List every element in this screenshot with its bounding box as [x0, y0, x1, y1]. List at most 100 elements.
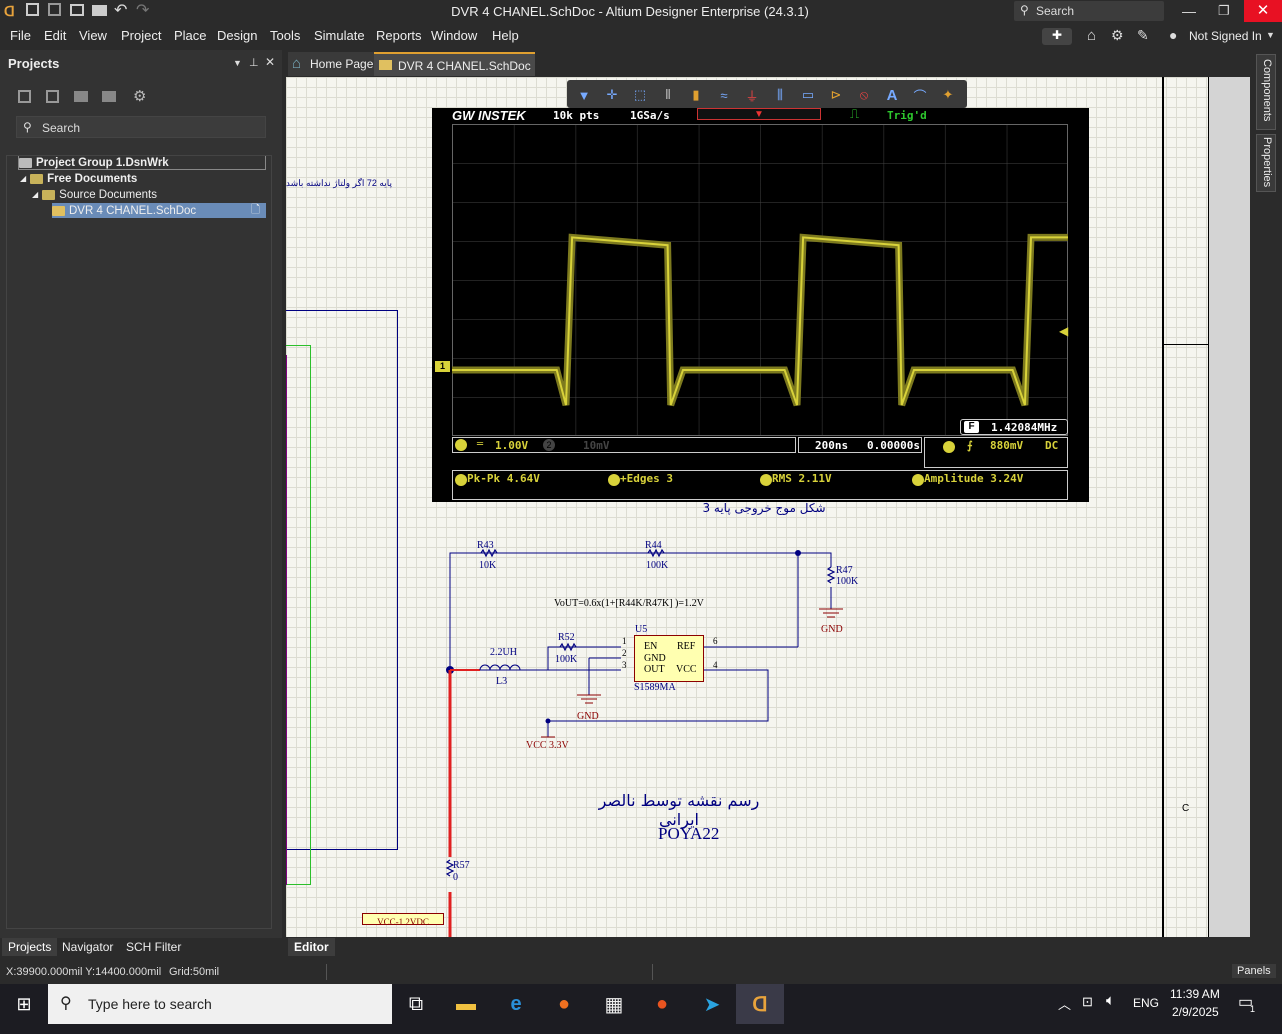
- save-icon[interactable]: [26, 3, 39, 16]
- menu-help[interactable]: Help: [492, 28, 519, 43]
- menu-view[interactable]: View: [79, 28, 107, 43]
- clock-time[interactable]: 11:39 AM: [1170, 987, 1220, 1001]
- ic-u5-body[interactable]: EN GND OUT REF VCC: [634, 635, 704, 682]
- tab-sch-filter[interactable]: SCH Filter: [126, 940, 182, 954]
- oscilloscope-image[interactable]: GW INSTEK 10k pts 1GSa/s ▼ ⎍ Trig'd 1 ◀ …: [432, 106, 1089, 502]
- scope-trace: [452, 233, 1068, 407]
- pin-icon[interactable]: ⊥: [249, 57, 259, 69]
- menu-place[interactable]: Place: [174, 28, 207, 43]
- schematic-canvas[interactable]: C پایه 72 اگر ولتاژ نداشته باشد دی: [286, 77, 1250, 937]
- align-icon[interactable]: ⫴: [665, 87, 671, 102]
- tab-editor[interactable]: Editor: [288, 938, 335, 956]
- expand-icon[interactable]: ◢: [20, 174, 27, 183]
- open-folder-icon[interactable]: [92, 5, 107, 16]
- network-icon[interactable]: ⊡: [1082, 994, 1093, 1009]
- compile-icon[interactable]: [46, 90, 59, 103]
- tray-chevron-icon[interactable]: ︿: [1058, 997, 1072, 1012]
- net-label-box[interactable]: VCC-1.2VDC: [362, 913, 444, 927]
- select-icon[interactable]: ⬚: [633, 87, 647, 102]
- tab-projects[interactable]: Projects: [2, 938, 58, 956]
- menu-file[interactable]: File: [10, 28, 31, 43]
- add-icon[interactable]: [74, 91, 88, 102]
- arc-icon[interactable]: ⌒: [913, 88, 927, 104]
- tree-item-source-documents[interactable]: ◢ Source Documents: [32, 187, 157, 202]
- menu-edit[interactable]: Edit: [44, 28, 67, 43]
- telegram-icon[interactable]: ➤: [703, 993, 721, 1016]
- gear-icon[interactable]: ⚙: [1111, 27, 1124, 43]
- search-icon: ⚲: [1020, 3, 1029, 17]
- panel-search[interactable]: ⚲ Search: [16, 116, 266, 138]
- chat-button[interactable]: ✚: [1042, 28, 1072, 45]
- directive-icon[interactable]: ⦸: [859, 87, 869, 102]
- account-dropdown-icon[interactable]: ▼: [1266, 30, 1275, 40]
- remove-icon[interactable]: [102, 91, 116, 102]
- account-label[interactable]: Not Signed In: [1189, 29, 1262, 43]
- expand-icon[interactable]: ◢: [32, 190, 39, 199]
- edge-browser-icon[interactable]: e: [510, 992, 522, 1015]
- document-icon: 🗋: [251, 204, 260, 216]
- video-app-icon[interactable]: ▦: [604, 993, 624, 1016]
- tree-label: DVR 4 CHANEL.SchDoc: [69, 204, 197, 217]
- move-icon[interactable]: ✛: [606, 87, 618, 102]
- taskbar-search[interactable]: ⚲ Type here to search: [48, 984, 392, 1024]
- ch-scale-box: ═ 1.00V 2 10mV: [452, 437, 796, 453]
- menu-window[interactable]: Window: [431, 28, 478, 43]
- altium-taskbar-icon[interactable]: ᗡ: [736, 984, 784, 1024]
- notification-icon[interactable]: ▭: [1238, 994, 1254, 1011]
- menu-project[interactable]: Project: [121, 28, 162, 43]
- persian-note: پایه 72 اگر ولتاژ نداشته باشد دی: [286, 178, 392, 188]
- search-icon: ⚲: [23, 120, 32, 134]
- meas-amplitude: Amplitude 3.24V: [924, 472, 1024, 485]
- tree-label: Free Documents: [47, 172, 138, 185]
- pin-num-3: 3: [622, 660, 627, 670]
- undo-icon[interactable]: ↶: [114, 2, 128, 19]
- close-button[interactable]: ✕: [1244, 0, 1282, 22]
- user-icon[interactable]: ●: [1169, 27, 1178, 43]
- power-port-icon[interactable]: ⏚: [745, 88, 759, 104]
- maximize-button[interactable]: ❐: [1218, 3, 1230, 18]
- save-project-icon[interactable]: [18, 90, 31, 103]
- start-button[interactable]: ⊞: [0, 984, 48, 1024]
- filter-icon[interactable]: ▼: [577, 87, 591, 103]
- menu-reports[interactable]: Reports: [376, 28, 422, 43]
- sheet-symbol-icon[interactable]: ▭: [801, 87, 815, 102]
- r47-value: 100K: [836, 576, 859, 587]
- wire-icon[interactable]: ≈: [720, 87, 728, 103]
- volume-icon[interactable]: 🔈︎: [1106, 992, 1116, 1009]
- doc-tab-home[interactable]: ⌂ Home Page: [288, 52, 378, 76]
- menu-design[interactable]: Design: [217, 28, 258, 43]
- bus-icon[interactable]: ⫼: [777, 87, 783, 102]
- text-icon[interactable]: A: [886, 86, 898, 104]
- panel-menu-icon[interactable]: ▼: [233, 58, 242, 68]
- wrench-icon[interactable]: ✎: [1137, 27, 1149, 43]
- menu-tools[interactable]: Tools: [270, 28, 301, 43]
- clock-date[interactable]: 2/9/2025: [1172, 1005, 1219, 1019]
- harness-icon[interactable]: ✦: [942, 87, 954, 102]
- tree-item-free-documents[interactable]: ◢ Free Documents: [20, 171, 137, 186]
- port-icon[interactable]: ⊳: [830, 87, 842, 102]
- components-panel-tab[interactable]: Components: [1256, 54, 1276, 130]
- ubuntu-icon[interactable]: ●: [655, 992, 669, 1015]
- close-panel-icon[interactable]: ✕: [265, 55, 276, 69]
- minimize-button[interactable]: —: [1182, 3, 1196, 19]
- tree-item-project-group[interactable]: Project Group 1.DsnWrk: [18, 155, 266, 170]
- wire-vcc: [547, 669, 769, 737]
- language-indicator[interactable]: ENG: [1133, 996, 1160, 1010]
- firefox-icon[interactable]: ●: [557, 992, 571, 1015]
- menu-simulate[interactable]: Simulate: [314, 28, 365, 43]
- tab-navigator[interactable]: Navigator: [62, 940, 114, 954]
- print-icon[interactable]: [70, 4, 84, 16]
- properties-panel-tab[interactable]: Properties: [1256, 134, 1276, 192]
- panels-button[interactable]: Panels: [1232, 964, 1276, 978]
- save-all-icon[interactable]: [48, 3, 61, 16]
- task-view-button[interactable]: ⧉: [408, 992, 424, 1015]
- redo-icon[interactable]: ↷: [136, 2, 150, 19]
- doc-tab-schdoc[interactable]: DVR 4 CHANEL.SchDoc: [374, 52, 535, 76]
- home-icon[interactable]: ⌂: [1087, 27, 1097, 44]
- global-search[interactable]: ⚲ Search: [1014, 1, 1164, 21]
- tree-item-schdoc[interactable]: DVR 4 CHANEL.SchDoc 🗋: [52, 203, 266, 218]
- settings-icon[interactable]: ⚙: [133, 88, 147, 105]
- part-icon[interactable]: ▮: [692, 87, 700, 102]
- file-explorer-icon[interactable]: ▬: [456, 992, 476, 1015]
- trigger-position-icon: ▼: [754, 109, 764, 120]
